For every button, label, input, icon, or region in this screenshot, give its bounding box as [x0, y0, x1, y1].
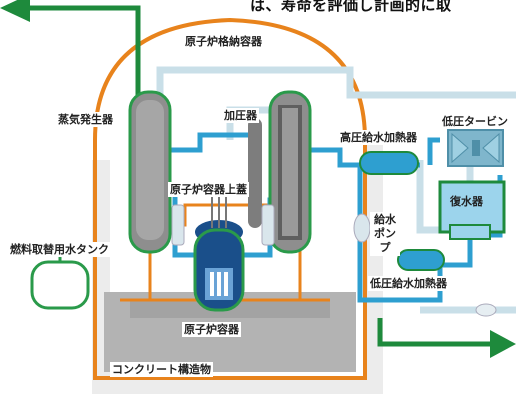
hp-feedwater-heater — [359, 151, 419, 175]
pressurizer — [248, 118, 262, 228]
valve-icon — [475, 303, 497, 317]
condenser — [438, 180, 506, 240]
coolant-pumps — [171, 204, 275, 246]
label-lp-turbine: 低圧タービン — [440, 114, 510, 129]
label-lp-feedwater-heater: 低圧給水加熱器 — [368, 276, 449, 291]
label-steam-generator: 蒸気発生器 — [56, 112, 115, 127]
refueling-water-tank — [30, 248, 96, 310]
caption-text: は、寿命を評価し計画的に取 — [250, 0, 452, 14]
label-containment-vessel: 原子炉格納容器 — [183, 34, 264, 49]
label-pressurizer: 加圧器 — [222, 108, 259, 123]
label-reactor-vessel-head: 原子炉容器上蓋 — [168, 182, 249, 197]
label-reactor-vessel: 原子炉容器 — [182, 322, 241, 337]
main-steam-line — [0, 0, 516, 358]
return-pipes — [156, 66, 516, 314]
label-feedwater-pump: 給水ポンプ — [370, 212, 400, 256]
steam-generator-2 — [268, 90, 312, 254]
feedwater-pump — [353, 213, 371, 243]
label-hp-feedwater-heater: 高圧給水加熱器 — [338, 130, 419, 145]
label-condenser: 復水器 — [448, 194, 485, 209]
reactor-vessel — [193, 190, 245, 312]
lp-feedwater-heater — [397, 249, 445, 271]
arrow-right-icon — [490, 330, 516, 358]
label-refueling-water-tank: 燃料取替用水タンク — [8, 242, 111, 257]
steam-generator — [128, 90, 172, 254]
arrow-left-icon — [0, 0, 30, 22]
lp-turbine — [447, 129, 504, 167]
label-concrete-structure: コンクリート構造物 — [110, 362, 213, 377]
